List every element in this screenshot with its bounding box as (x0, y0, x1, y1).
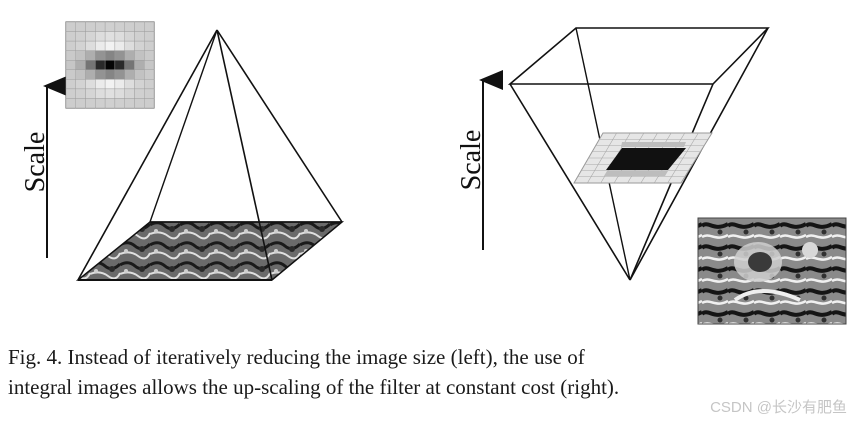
caption-line-1: Fig. 4. Instead of iteratively reducing … (8, 345, 585, 369)
right-scale-label: Scale (456, 130, 487, 191)
image-pyramid (75, 29, 345, 281)
figure-caption: Fig. 4. Instead of iteratively reducing … (8, 342, 860, 402)
caption-line-2: integral images allows the up-scaling of… (8, 375, 620, 399)
right-panel: Scale (456, 27, 847, 325)
inverted-filter-pyramid (507, 27, 770, 281)
left-scale-label: Scale (20, 132, 51, 193)
watermark: CSDN @长沙有肥鱼 (710, 399, 847, 416)
pyramid-base-image (75, 221, 345, 281)
figure-4-illustration: Scale Scale (20, 21, 847, 325)
integral-image-thumbnail (697, 217, 847, 325)
filter-kernel-thumbnail (65, 21, 155, 109)
scaled-filter-plane (573, 132, 713, 184)
left-panel: Scale (20, 21, 345, 281)
